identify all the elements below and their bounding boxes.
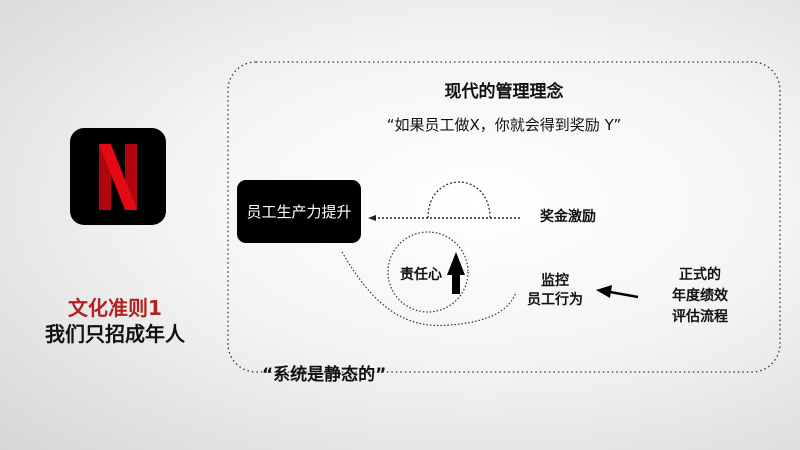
bonus-arrowhead: [368, 215, 376, 221]
review-arrow-line: [609, 290, 639, 299]
bonus-loop: [427, 181, 491, 219]
culture-rule-title: 文化准则1: [68, 296, 162, 320]
productivity-box: 员工生产力提升: [237, 180, 361, 243]
up-arrow: [447, 252, 465, 294]
dotted-panel-border: [227, 61, 781, 373]
review-line: 年度绩效: [672, 288, 728, 304]
monitor-label: 监控 员工行为: [510, 272, 600, 310]
netflix-logo: [70, 128, 166, 225]
review-line: 评估流程: [672, 309, 728, 325]
netflix-n-icon: [99, 144, 137, 210]
bonus-label: 奖金激励: [540, 209, 596, 225]
responsibility-circle: [387, 231, 469, 313]
panel-quote: “如果员工做X，你就会得到奖励 Y”: [386, 116, 622, 134]
feedback-curve: [341, 251, 517, 327]
panel-footer-quote: “系统是静态的”: [262, 365, 387, 385]
review-label: 正式的 年度绩效 评估流程: [650, 265, 750, 328]
review-arrowhead: [596, 285, 612, 298]
review-line: 正式的: [679, 267, 721, 283]
monitor-line: 监控: [541, 273, 569, 289]
responsibility-label: 责任心: [400, 267, 442, 283]
panel-title: 现代的管理理念: [444, 82, 564, 102]
monitor-line: 员工行为: [527, 292, 583, 308]
culture-rule-subtitle: 我们只招成年人: [45, 322, 185, 346]
